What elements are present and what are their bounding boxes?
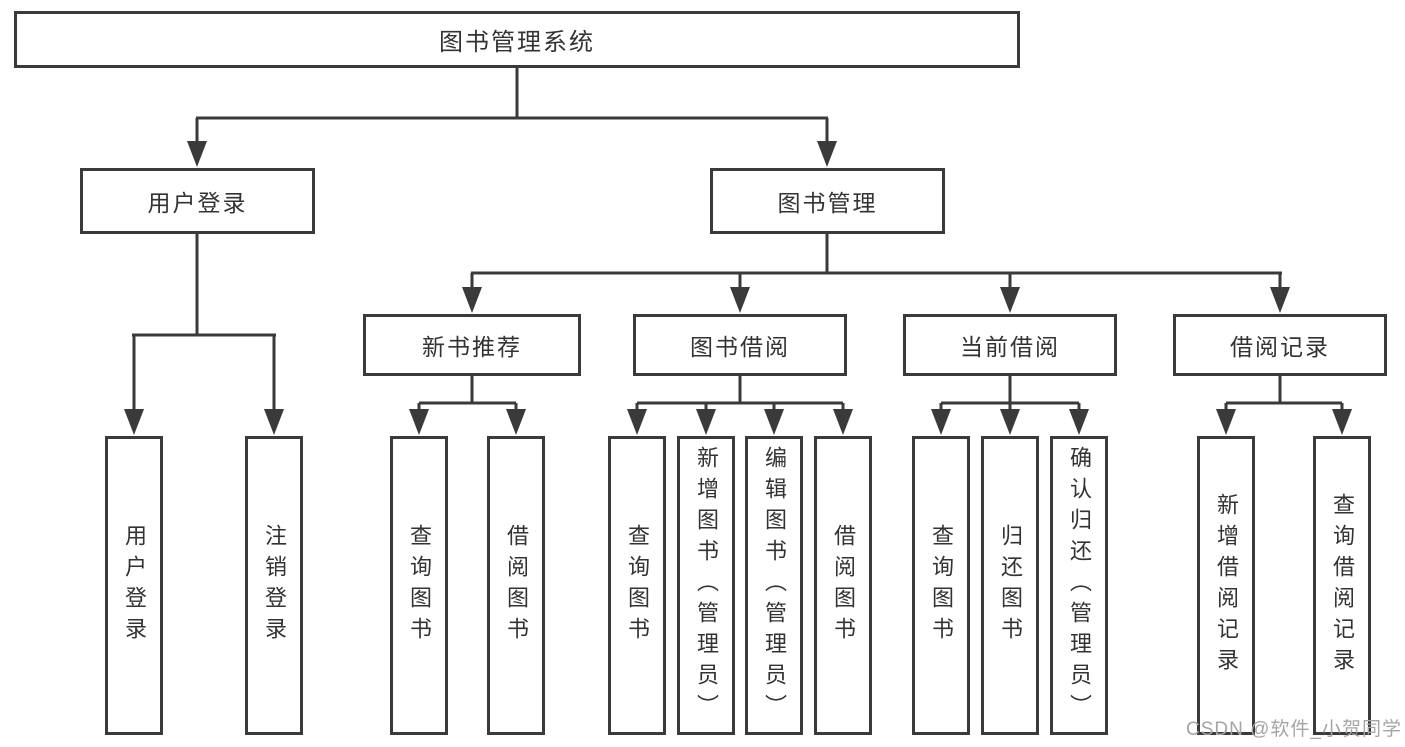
leaf-edit-books-admin: 编辑图书（管理员） — [745, 436, 803, 735]
leaf-user-login-label: 用户登录 — [122, 523, 147, 648]
leaf-return-books: 归还图书 — [981, 436, 1039, 735]
leaf-query-borrow-record: 查询借阅记录 — [1313, 436, 1371, 735]
leaf-query-books-recommend-label: 查询图书 — [407, 523, 432, 648]
leaf-confirm-return-admin-label: 确认归还（管理员） — [1067, 446, 1092, 725]
leaf-borrow-books-recommend-label: 借阅图书 — [504, 523, 529, 648]
leaf-logout: 注销登录 — [245, 436, 303, 735]
node-current-borrowing: 当前借阅 — [903, 314, 1117, 376]
watermark: CSDN @软件_小贺同学 — [1186, 719, 1402, 740]
leaf-return-books-label: 归还图书 — [998, 523, 1023, 648]
leaf-add-borrow-record: 新增借阅记录 — [1197, 436, 1255, 735]
leaf-query-books-current: 查询图书 — [912, 436, 970, 735]
leaf-add-books-admin-label: 新增图书（管理员） — [694, 446, 719, 725]
leaf-borrow-books-recommend: 借阅图书 — [487, 436, 545, 735]
node-book-management: 图书管理 — [710, 168, 945, 234]
leaf-add-books-admin: 新增图书（管理员） — [677, 436, 735, 735]
leaf-user-login: 用户登录 — [105, 436, 163, 735]
node-book-borrowing: 图书借阅 — [633, 314, 847, 376]
leaf-confirm-return-admin: 确认归还（管理员） — [1050, 436, 1108, 735]
leaf-add-borrow-record-label: 新增借阅记录 — [1214, 492, 1239, 679]
leaf-edit-books-admin-label: 编辑图书（管理员） — [762, 446, 787, 725]
leaf-query-books-recommend: 查询图书 — [390, 436, 448, 735]
node-root-system: 图书管理系统 — [14, 11, 1020, 68]
leaf-borrow-books: 借阅图书 — [814, 436, 872, 735]
leaf-query-borrow-record-label: 查询借阅记录 — [1330, 492, 1355, 679]
leaf-query-books-borrowing: 查询图书 — [608, 436, 666, 735]
node-new-book-recommend: 新书推荐 — [363, 314, 581, 376]
leaf-query-books-borrowing-label: 查询图书 — [625, 523, 650, 648]
leaf-logout-label: 注销登录 — [262, 523, 287, 648]
node-user-login: 用户登录 — [80, 168, 315, 234]
node-borrowing-records: 借阅记录 — [1173, 314, 1387, 376]
leaf-borrow-books-label: 借阅图书 — [831, 523, 856, 648]
leaf-query-books-current-label: 查询图书 — [929, 523, 954, 648]
